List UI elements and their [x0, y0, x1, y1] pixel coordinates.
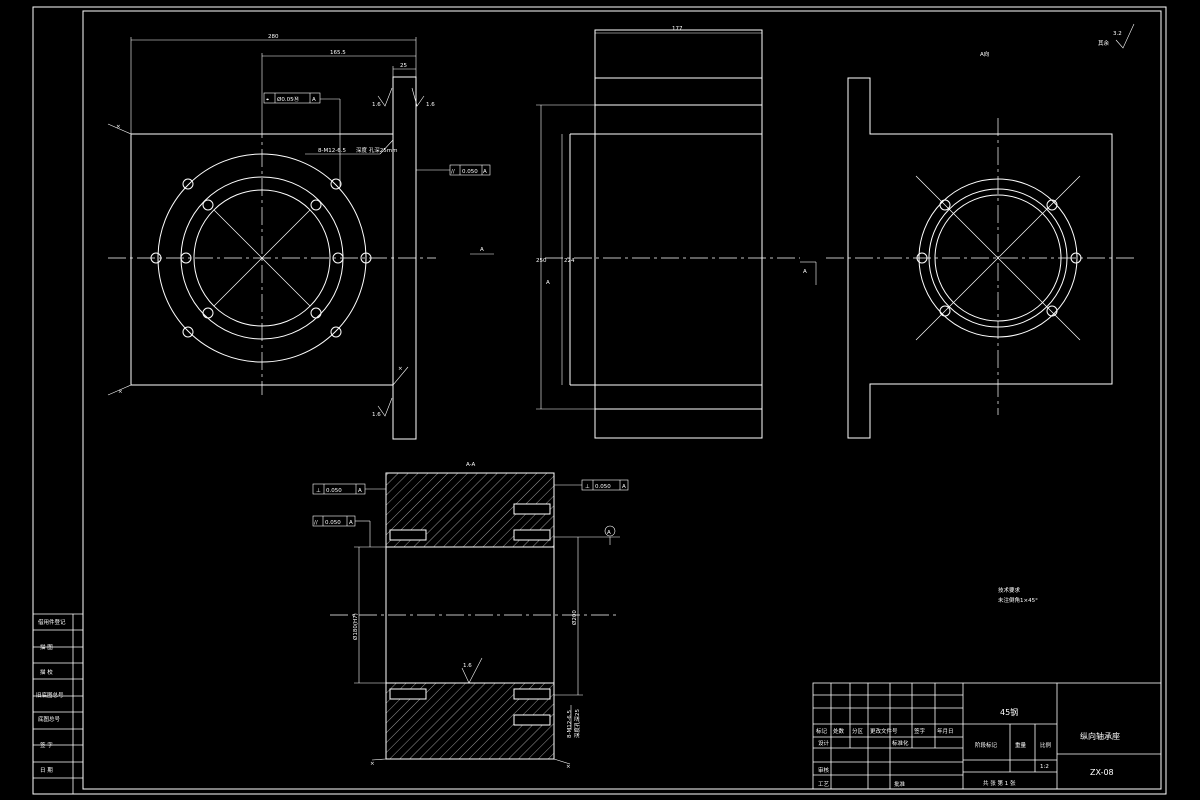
tb-col-4: 签字	[914, 727, 926, 735]
side-label-0: 借用件登记	[38, 618, 66, 626]
tb-col-2: 分区	[852, 727, 864, 735]
gdt-parallel-sec-datum: A	[349, 520, 353, 526]
tb-drawing-no: ZX-08	[1090, 768, 1114, 777]
tb-col-1: 处数	[833, 727, 845, 735]
tb-design: 设计	[818, 739, 830, 747]
side-label-1: 描 图	[40, 643, 53, 651]
tb-scale-label: 比例	[1040, 741, 1052, 749]
tb-weight: 重量	[1015, 741, 1027, 749]
dim-177: 177	[672, 26, 683, 32]
gdt-parallel-value: 0.050	[462, 169, 478, 175]
chamfer-section-left: ×	[370, 761, 375, 767]
tb-scale: 1:2	[1040, 764, 1049, 770]
gdt-parallel-symbol: //	[451, 169, 455, 175]
outer-frame	[32, 6, 1167, 795]
roughness-1: 1.6	[372, 102, 381, 108]
gdt-parallel-datum: A	[483, 169, 487, 175]
gdt-position-symbol: ⌖	[266, 97, 269, 103]
gdt-position-datum: A	[312, 97, 316, 103]
thread-spec-bottom: 8-M12-6.5	[567, 710, 573, 738]
side-registration-table: 借用件登记 描 图 描 校 旧底图总号 底图总号 签 字 日 期	[33, 613, 83, 794]
notes-line1: 未注倒角1×45°	[998, 596, 1038, 604]
tb-review: 审核	[818, 766, 830, 774]
gdt-perp-left-symbol: ⊥	[316, 488, 321, 494]
gdt-parallel-sec-symbol: //	[314, 520, 318, 526]
dim-bore-tol: Ø180(H7)	[352, 613, 359, 640]
notes-title: 技术要求	[998, 586, 1021, 594]
section-title: A-A	[466, 462, 476, 468]
side-label-4: 底图总号	[38, 715, 61, 723]
tb-col-0: 标记	[816, 727, 828, 735]
tb-material: 45钢	[1000, 707, 1018, 717]
roughness-2: 1.6	[426, 102, 435, 108]
section-mark-a: A	[480, 247, 484, 253]
tb-col-5: 年月日	[937, 727, 954, 735]
tb-process: 工艺	[818, 781, 830, 788]
section-mark-b: A	[546, 280, 550, 286]
section-mark-ar: A	[803, 269, 807, 275]
roughness-section: 1.6	[463, 663, 472, 669]
side-label-5: 签 字	[40, 741, 53, 749]
tb-stage-mark: 阶段标记	[975, 741, 998, 749]
tb-approve: 批准	[894, 780, 906, 788]
thread-spec-top: 8-M12-6.5	[318, 148, 346, 154]
dim-280: 280	[268, 34, 279, 40]
gdt-perp-right-value: 0.050	[595, 484, 611, 490]
gdt-perp-right-datum: A	[622, 484, 626, 490]
side-view: 177 250 224 A A	[536, 26, 817, 439]
front-view: 280 165.5 25 × × × 8-M12-6.5 深度 孔深25mm ⌖…	[107, 34, 494, 440]
title-block: 标记 处数 分区 更改文件号 签字 年月日 设计 标准化 审核 工艺 批准 45…	[812, 682, 1162, 790]
tb-sheets: 共 张 第 1 张	[983, 779, 1016, 787]
dim-165: 165.5	[330, 50, 346, 56]
gdt-position-value: Ø0.05Ⓜ	[277, 95, 300, 103]
roughness-corner-value: 3.2	[1113, 31, 1122, 37]
roughness-3: 1.6	[372, 412, 381, 418]
gdt-parallel-sec-value: 0.050	[325, 520, 341, 526]
dim-25: 25	[400, 63, 407, 69]
dim-250: 250	[536, 258, 547, 264]
chamfer-bottom-left: ×	[118, 389, 123, 395]
side-label-3: 旧底图总号	[36, 691, 64, 699]
view-a-small: A向	[980, 50, 989, 58]
chamfer-section-right: ×	[566, 764, 571, 770]
inner-frame	[82, 10, 1162, 790]
gdt-perp-left-value: 0.050	[326, 488, 342, 494]
thread-depth-top: 深度 孔深25mm	[356, 146, 397, 154]
view-a: A向 3.2 其余	[826, 23, 1138, 439]
side-label-2: 描 校	[40, 668, 53, 676]
dim-bore: Ø200	[571, 610, 578, 625]
side-label-6: 日 期	[40, 767, 53, 774]
view-a-outline	[847, 77, 1113, 439]
section-view: A-A Ø180(H7) Ø200 A 8-M12-6.5 深度孔深25 × ×…	[312, 462, 629, 770]
gdt-perp-right-symbol: ⊥	[585, 484, 590, 490]
gdt-perp-left-datum: A	[358, 488, 362, 494]
tb-standardize: 标准化	[892, 739, 909, 747]
thread-depth-bottom: 深度孔深25	[573, 709, 581, 738]
chamfer-right: ×	[398, 366, 403, 372]
chamfer-top-left: ×	[116, 124, 121, 130]
roughness-corner-note: 其余	[1098, 39, 1110, 47]
datum-a: A	[607, 530, 611, 536]
dim-224: 224	[564, 258, 575, 264]
side-body-outline	[594, 29, 763, 439]
tb-col-3: 更改文件号	[870, 727, 898, 735]
tb-part-name: 纵向轴承座	[1080, 731, 1120, 741]
